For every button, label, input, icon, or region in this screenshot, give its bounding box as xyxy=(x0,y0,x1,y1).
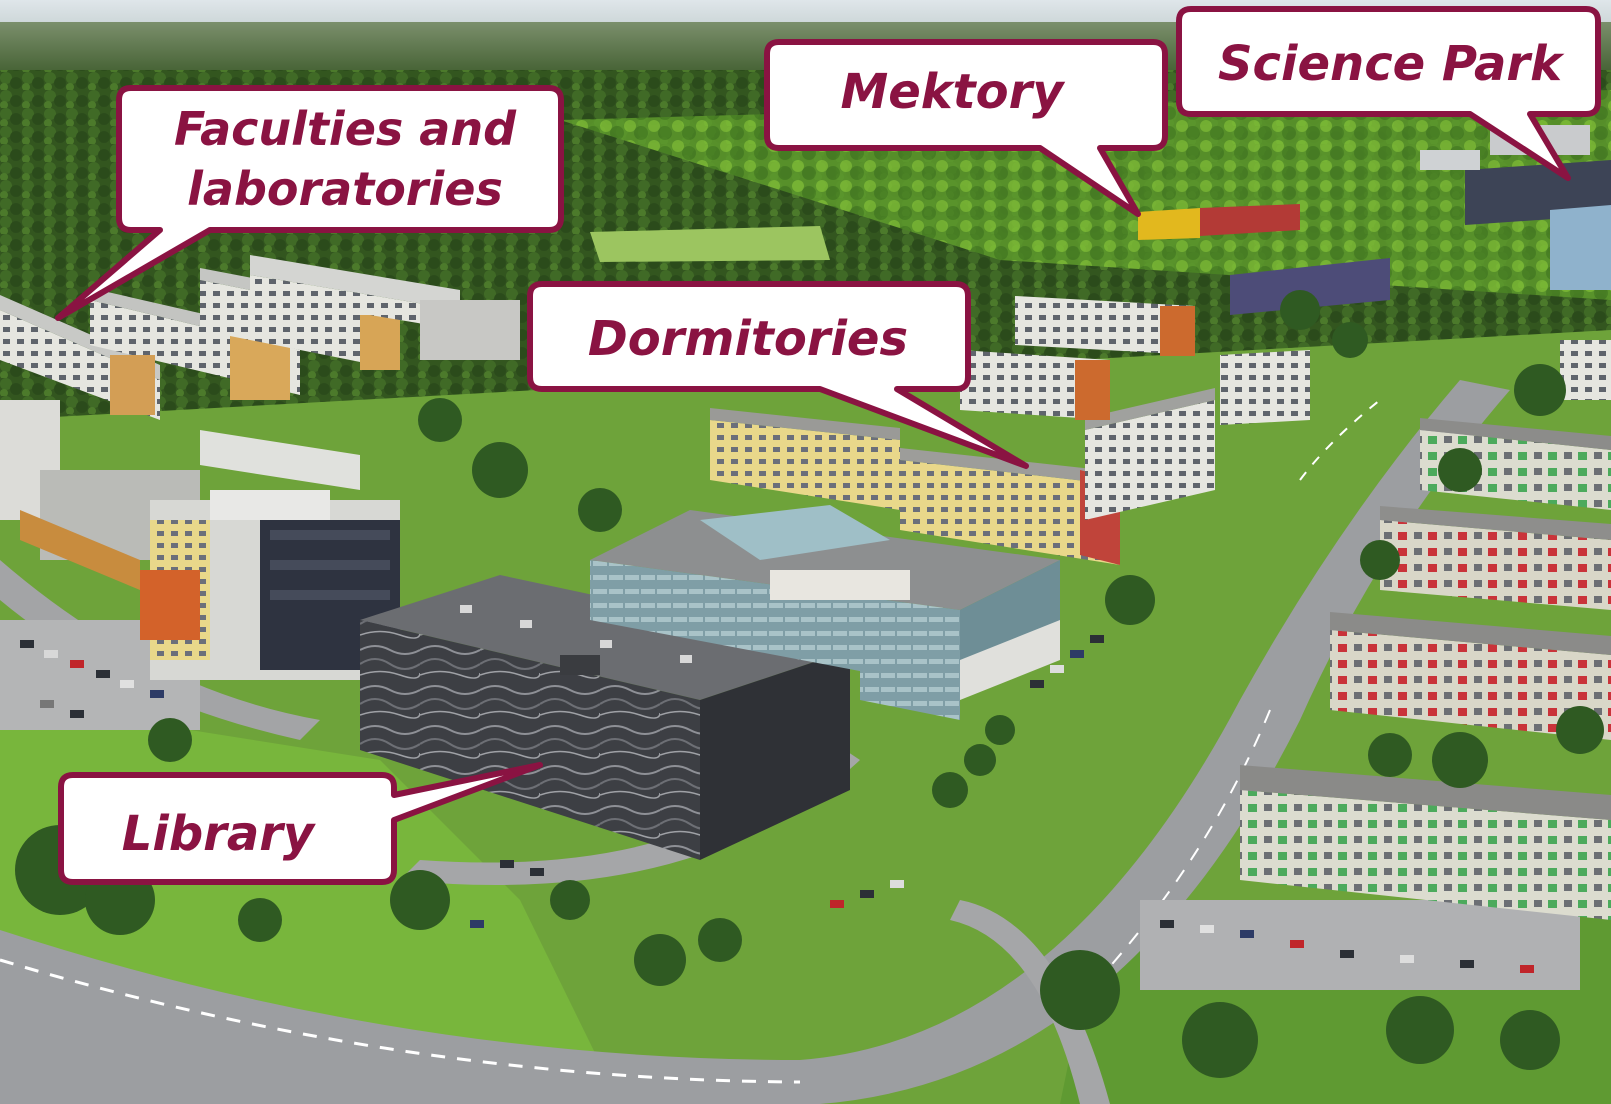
library-building xyxy=(360,575,850,860)
callout-faculties-line2: laboratories xyxy=(187,162,503,216)
faculties-buildings xyxy=(0,255,520,520)
callout-library-label: Library xyxy=(122,806,316,862)
mektory-building xyxy=(1138,204,1300,240)
modern-faculty-building xyxy=(20,430,400,680)
callout-mektory: Mektory xyxy=(764,39,1168,217)
callout-library: Library xyxy=(58,762,543,885)
main-road xyxy=(0,380,1510,1104)
callout-faculties: Faculties and laboratories xyxy=(55,85,564,321)
callout-science-park: Science Park xyxy=(1176,6,1601,181)
dormitory-buildings xyxy=(710,258,1390,565)
glass-building xyxy=(590,505,1060,720)
science-park-buildings xyxy=(1420,125,1611,290)
parked-cars xyxy=(20,635,1534,973)
callout-faculties-line1: Faculties and xyxy=(174,102,517,156)
parking-road xyxy=(0,560,320,740)
parking-lot-east xyxy=(1140,900,1580,990)
residential-blocks xyxy=(1240,340,1611,920)
callout-dormitories-label: Dormitories xyxy=(588,311,908,367)
callout-science-park-label: Science Park xyxy=(1218,36,1565,92)
callout-mektory-label: Mektory xyxy=(840,64,1065,120)
field-clearing xyxy=(590,226,830,262)
callout-dormitories: Dormitories xyxy=(527,281,1029,469)
